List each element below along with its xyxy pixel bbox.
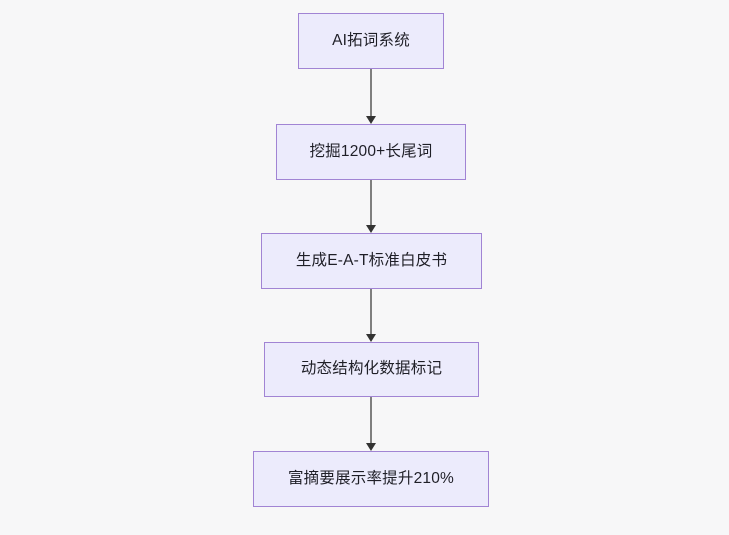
flowchart-node-mine-longtail-keywords[interactable]: 挖掘1200+长尾词 (276, 124, 466, 180)
arrowhead-icon (366, 443, 376, 451)
flowchart-node-label: AI拓词系统 (332, 31, 410, 49)
edge-line (370, 69, 372, 116)
flowchart-node-label: 动态结构化数据标记 (300, 360, 443, 378)
arrowhead-icon (366, 334, 376, 342)
arrowhead-icon (366, 116, 376, 124)
flowchart-node-dynamic-structured-data-markup[interactable]: 动态结构化数据标记 (264, 342, 479, 397)
flowchart-node-generate-eat-whitepaper[interactable]: 生成E-A-T标准白皮书 (261, 233, 482, 289)
edge-line (370, 397, 372, 443)
flowchart-node-label: 富摘要展示率提升210% (287, 469, 455, 487)
flowchart-node-rich-snippet-impression-uplift[interactable]: 富摘要展示率提升210% (253, 451, 489, 507)
flowchart-node-label: 生成E-A-T标准白皮书 (295, 251, 448, 269)
flowchart-node-label: 挖掘1200+长尾词 (309, 142, 433, 160)
edge-line (370, 289, 372, 334)
edge-line (370, 180, 372, 225)
flowchart-node-ai-keyword-system[interactable]: AI拓词系统 (298, 13, 444, 69)
arrowhead-icon (366, 225, 376, 233)
